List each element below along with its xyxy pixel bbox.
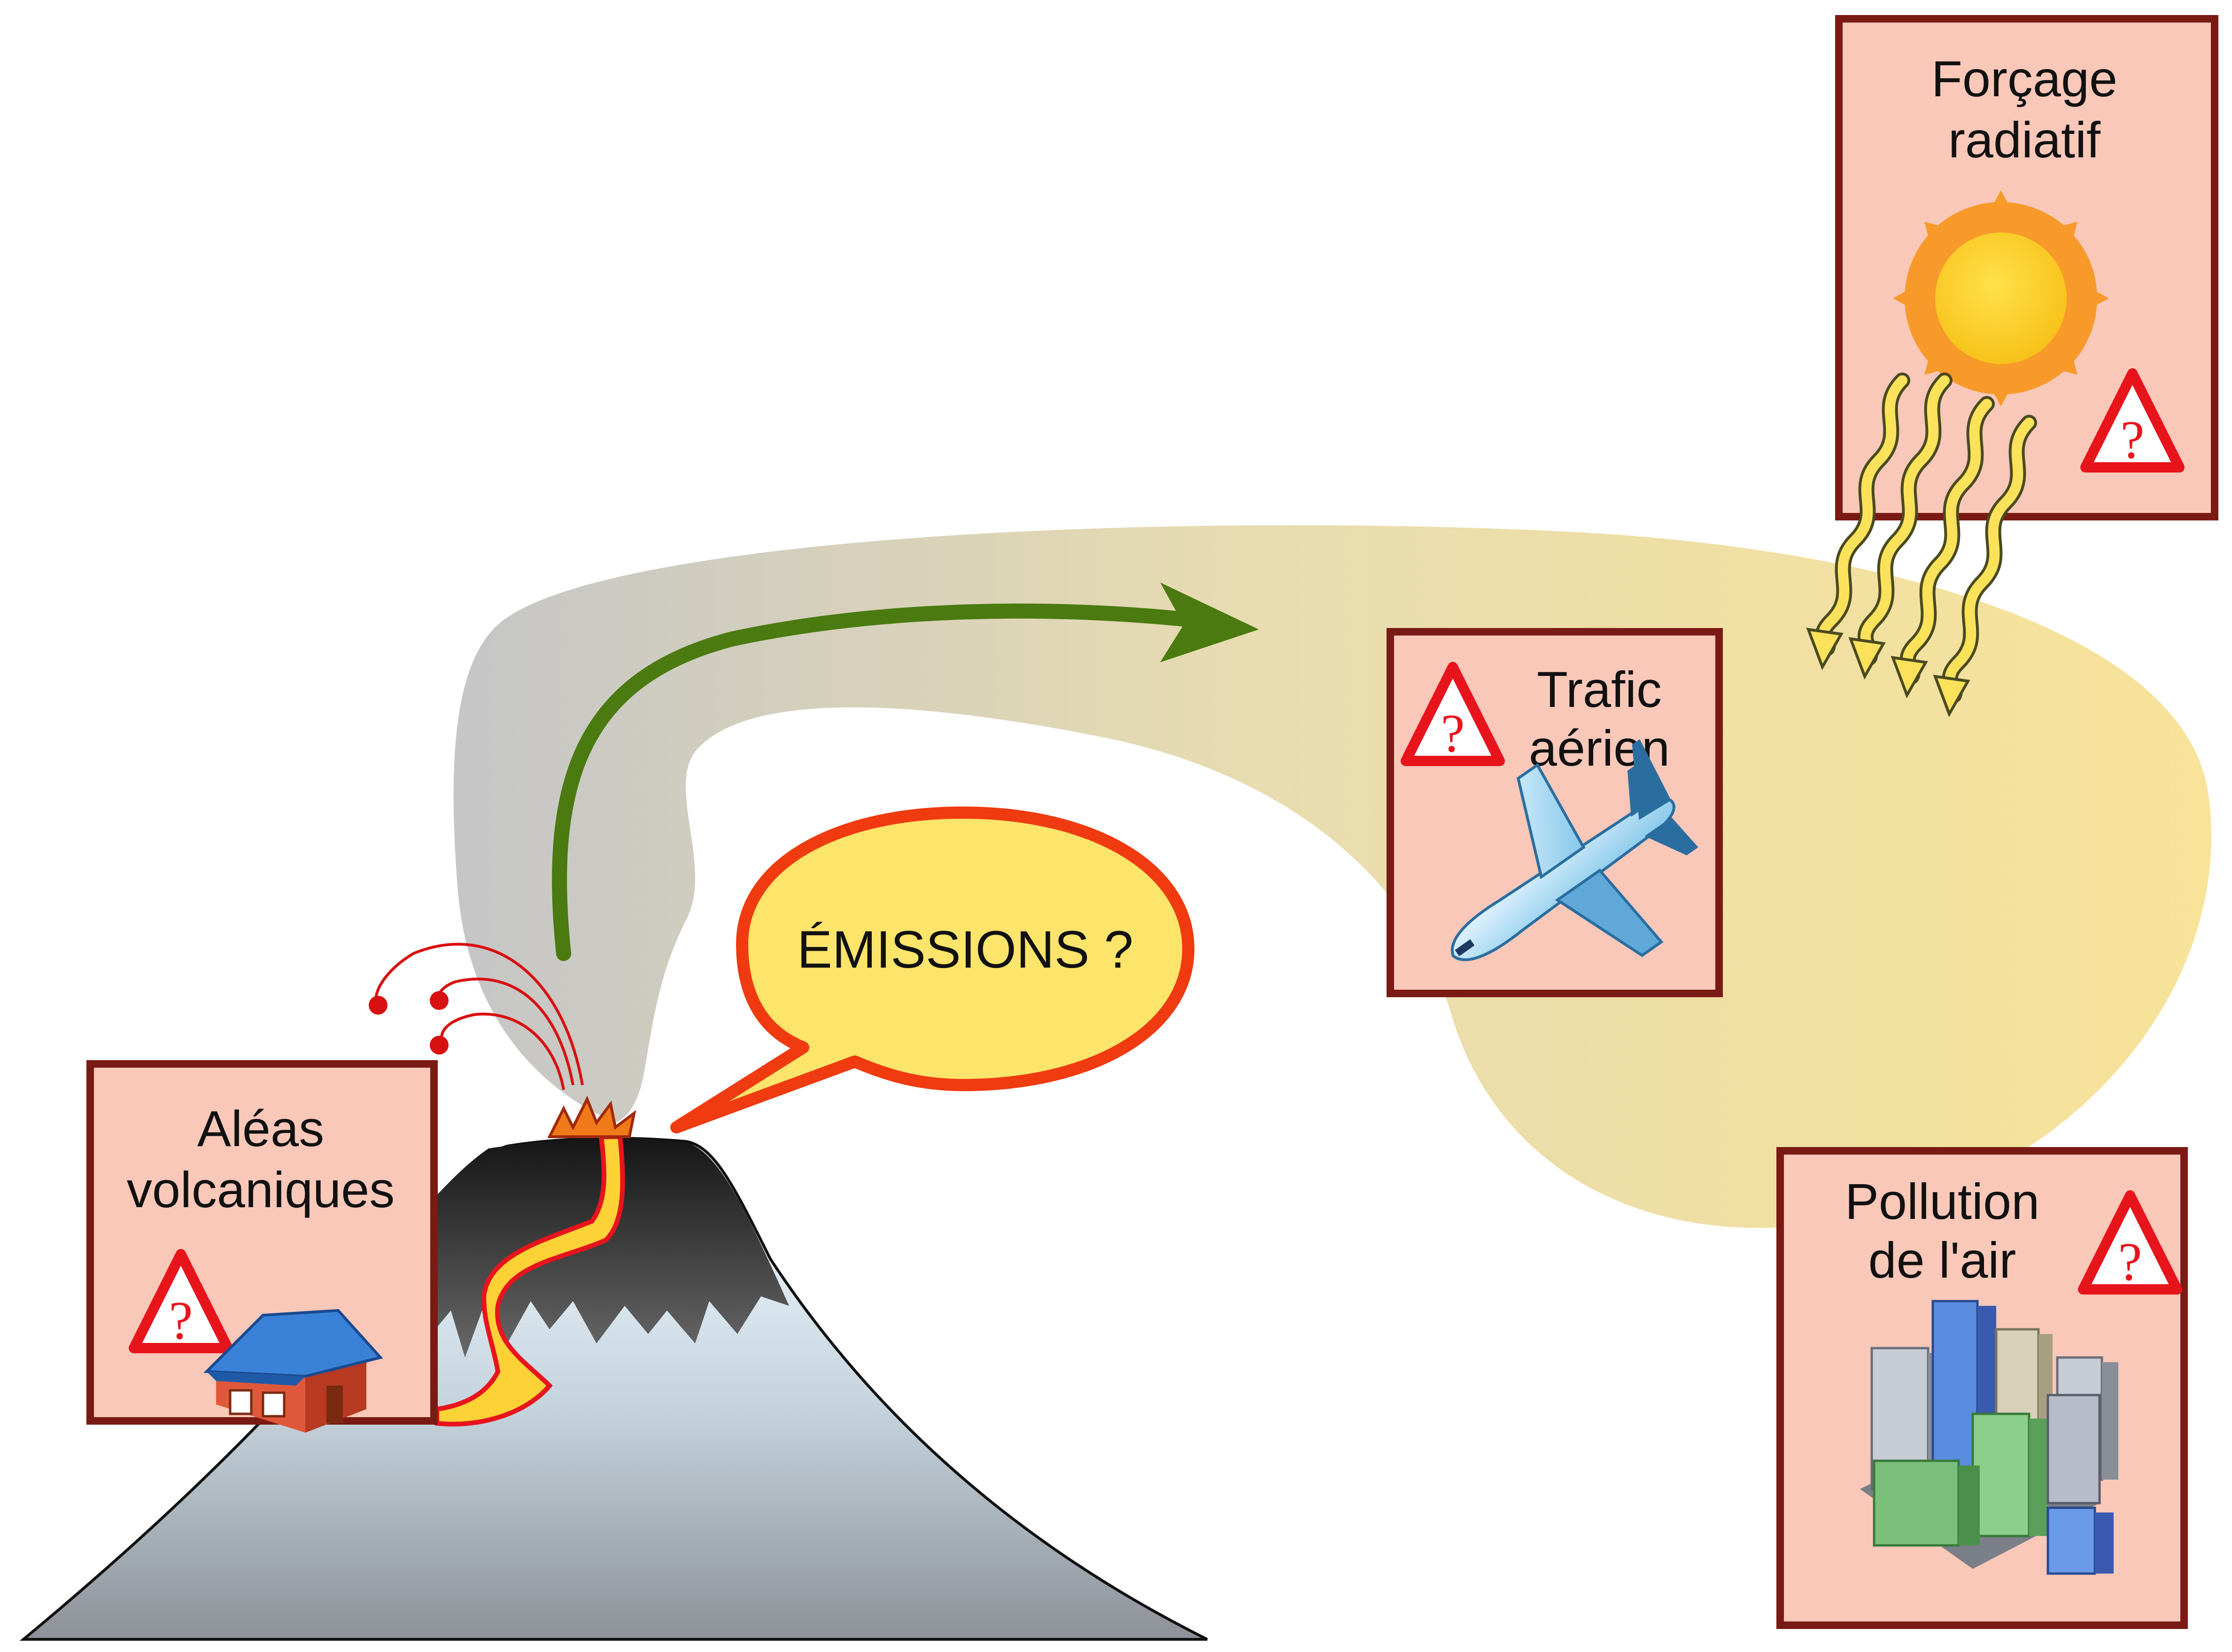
air-traffic-line1: Trafic xyxy=(1537,661,1662,718)
eruption-flare xyxy=(547,1095,636,1138)
warning-triangle-icon: ? xyxy=(2080,368,2185,473)
air-pollution-line1: Pollution xyxy=(1845,1173,2039,1230)
transport-arrow xyxy=(552,603,1201,961)
ash-plume xyxy=(453,525,2212,1228)
lava-flow xyxy=(434,1134,625,1427)
box-volcanic-hazards: Aléas volcaniques ? xyxy=(86,1060,438,1433)
volcanic-hazards-line1: Aléas xyxy=(197,1100,324,1157)
warning-triangle-icon: ? xyxy=(129,1249,233,1353)
sun-icon xyxy=(1893,190,2109,406)
svg-text:?: ? xyxy=(2120,410,2144,470)
box-air-pollution: Pollution de l'air ? xyxy=(1776,1147,2188,1629)
projectile-dots xyxy=(369,991,449,1055)
radiation-wavy-arrows xyxy=(1806,372,2037,718)
svg-text:?: ? xyxy=(1441,704,1465,763)
svg-text:?: ? xyxy=(2118,1232,2142,1292)
radiative-forcing-line1: Forçage xyxy=(1931,50,2117,107)
transport-arrowhead xyxy=(1160,582,1259,662)
city-buildings-icon xyxy=(1860,1300,2118,1575)
warning-triangle-icon: ? xyxy=(2078,1190,2182,1295)
volcanic-projectiles xyxy=(374,943,584,1090)
svg-text:?: ? xyxy=(169,1291,193,1350)
emissions-text: ÉMISSIONS ? xyxy=(797,920,1133,979)
house-icon xyxy=(203,1309,383,1433)
emissions-speech-bubble: ÉMISSIONS ? xyxy=(670,807,1194,1133)
air-pollution-line2: de l'air xyxy=(1868,1232,2016,1288)
box-air-traffic: ? Trafic aérien xyxy=(1387,628,1723,997)
volcanic-hazards-line2: volcaniques xyxy=(127,1161,395,1218)
airplane-icon xyxy=(1451,739,1698,962)
radiative-forcing-line2: radiatif xyxy=(1948,111,2101,168)
warning-triangle-icon: ? xyxy=(1401,662,1505,766)
